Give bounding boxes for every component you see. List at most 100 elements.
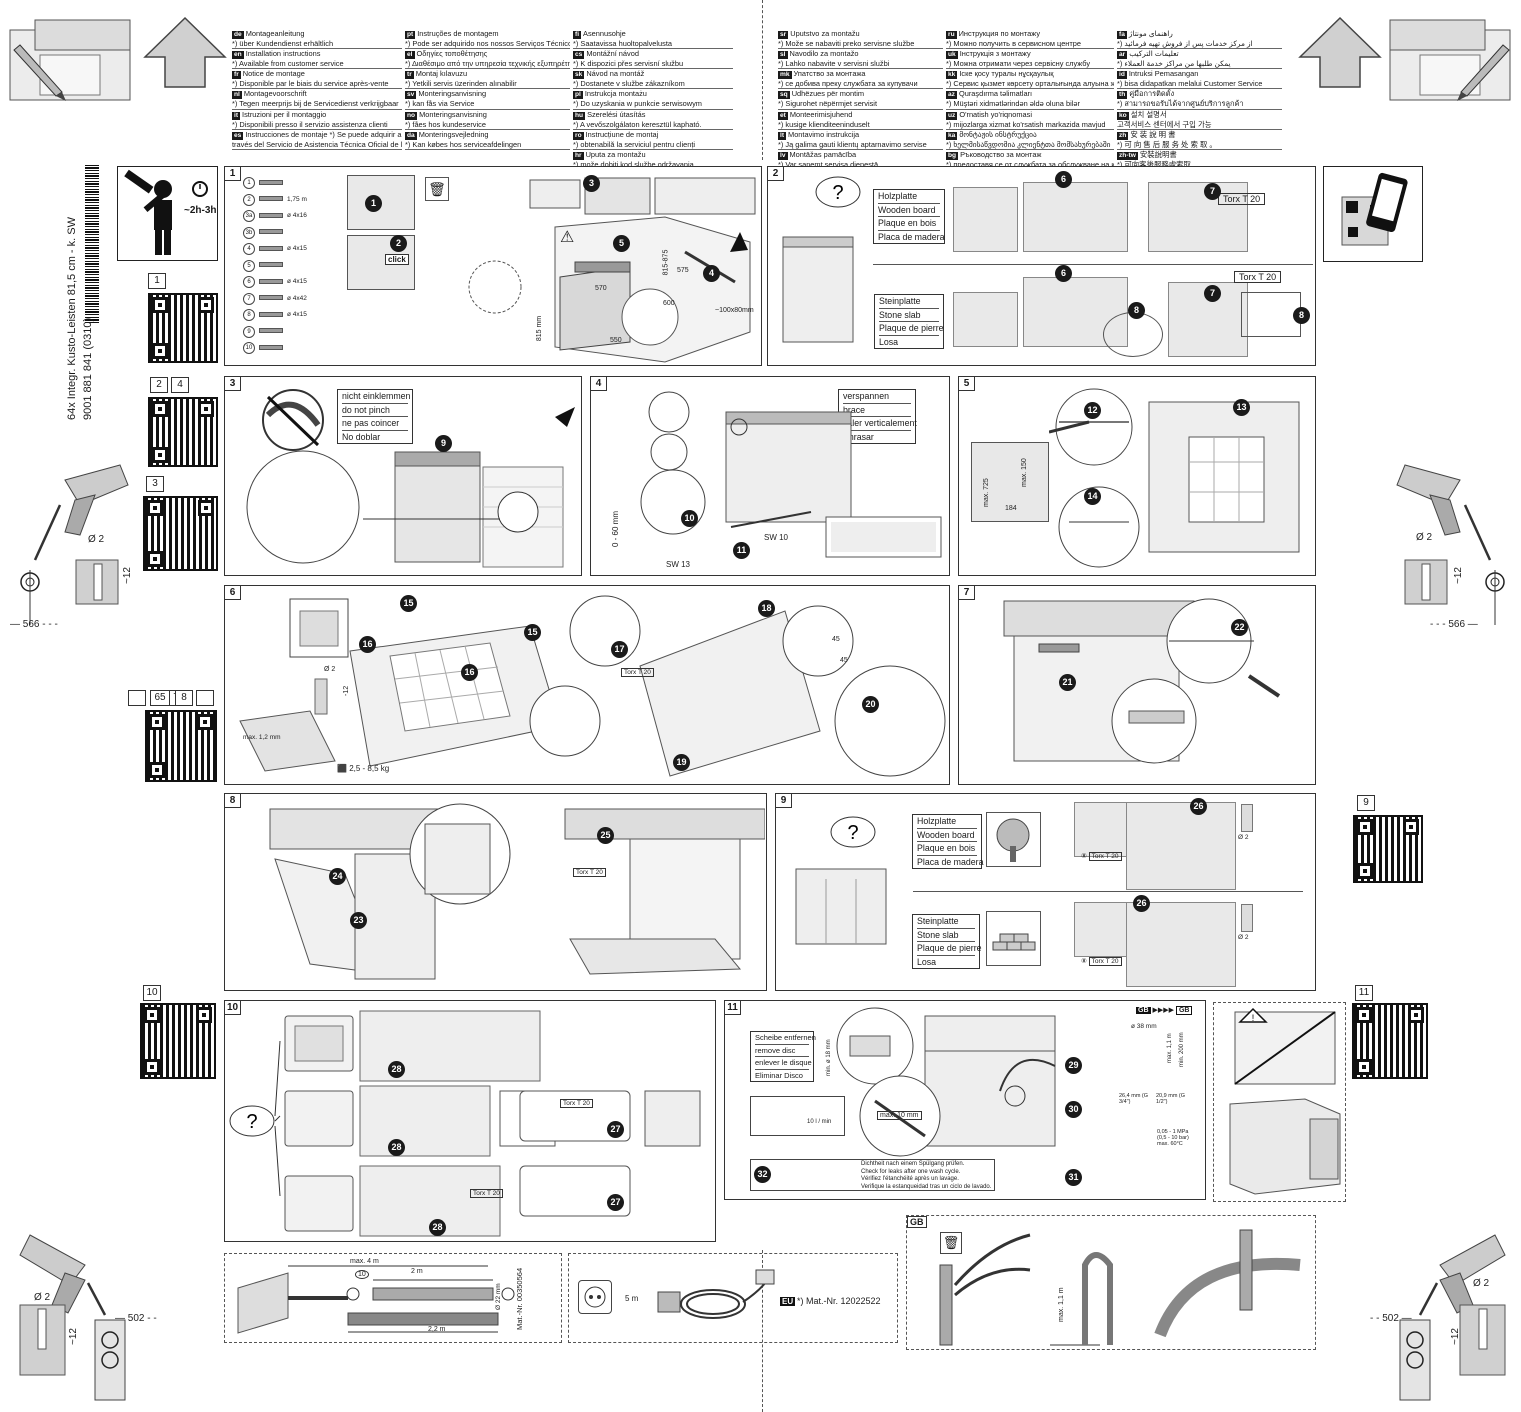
language-subtitle-uk: *) Можна отримати через сервісну службу	[946, 59, 1114, 70]
language-code-badge: lt	[778, 131, 787, 140]
language-code-badge: en	[232, 51, 244, 60]
step-18: 18	[758, 600, 775, 617]
sw13-label: SW 13	[666, 560, 691, 569]
dim-570: 570	[595, 285, 607, 292]
torx-label: Torx T 20	[573, 868, 606, 877]
step-25: 25	[597, 827, 614, 844]
no-access-warning-drawing: !	[1229, 1007, 1341, 1195]
qr-code-11[interactable]	[1352, 1003, 1428, 1079]
part-number: 9	[243, 325, 255, 338]
pressure-label: 0,05 - 1 MPa (0,5 - 10 bar) max. 60°C	[1157, 1129, 1189, 1147]
click-label: click	[385, 254, 409, 265]
wood-detail	[1074, 802, 1134, 857]
language-code-badge: de	[232, 31, 244, 39]
language-code-badge: fr	[232, 71, 241, 80]
d2-hole-1	[1241, 804, 1253, 832]
step-6b: 6	[1055, 265, 1072, 282]
step-12: 12	[1084, 402, 1101, 419]
step-26a: 26	[1190, 798, 1207, 815]
detail-circle	[1103, 312, 1163, 357]
language-code-badge: sk	[573, 71, 585, 80]
language-title-text: Οδηγίες τοποθέτησης	[416, 49, 488, 59]
tree-icon	[986, 812, 1041, 867]
warning-icon: ⚠	[560, 229, 575, 246]
qr-code-10[interactable]	[140, 1003, 216, 1079]
language-title-text: Monteringsanvisning	[418, 89, 487, 99]
qr-tag-empty-left	[128, 690, 146, 706]
qr-code-1[interactable]	[148, 293, 218, 363]
mat-nr-1: Mat.-Nr. 00350564	[515, 1267, 524, 1330]
fold-line-bottom	[762, 1250, 763, 1412]
part-shape	[259, 179, 283, 185]
step-16a: 16	[359, 636, 376, 653]
language-title-text: 安 装 說 明 書	[1130, 129, 1176, 139]
language-title-text: Instrucțiune de montaj	[585, 129, 659, 139]
panel-5: 5 max. 725 max. 150 184 12 13 14	[958, 376, 1316, 576]
svg-text:?: ?	[832, 182, 843, 204]
language-title-text: راهنمای مونتاژ	[1128, 29, 1173, 38]
part-label: 1,75 m	[287, 195, 307, 203]
kitchen-front-view	[795, 868, 887, 945]
step-24: 24	[329, 868, 346, 885]
wood-dishwasher	[1126, 802, 1236, 890]
qr-code-2-4[interactable]	[148, 397, 218, 467]
step-15b: 15	[524, 624, 541, 641]
language-subtitle-hu: *) A vevőszolgálaton keresztül kapható.	[573, 120, 733, 130]
drill-left-top-d2: Ø 2	[88, 534, 105, 545]
stone-detail	[1074, 902, 1134, 957]
svg-text:?: ?	[847, 822, 858, 844]
step-15a: 15	[400, 595, 417, 612]
angle-label: 45	[832, 636, 840, 643]
fold-line	[762, 0, 763, 160]
step-21: 21	[1059, 674, 1076, 691]
leak-check-text: Dichtheit nach einem Spülgang prüfen.Che…	[861, 1161, 992, 1190]
dishwasher-placement-drawing	[246, 407, 575, 568]
language-subtitle-ko: 고객서비스 센터에서 구입 가능	[1117, 120, 1282, 130]
trash-icon: 🗑	[425, 177, 449, 201]
svg-text:?: ?	[246, 1111, 257, 1133]
language-code-badge: et	[778, 111, 788, 120]
language-title-text: Navodilo za montažo	[789, 49, 859, 59]
panel-number: 9	[776, 794, 792, 808]
language-subtitle-mk: *) се добива преку службата за купувачи	[778, 79, 943, 90]
panel-8: 8 23 24 25 Torx T 20	[224, 793, 767, 991]
bracket-stone-1	[953, 292, 1018, 347]
language-subtitle-da: *) Kan købes hos serviceafdelingen	[405, 140, 570, 150]
part-label: ø 4x15	[287, 311, 307, 318]
language-code-badge: es	[232, 131, 244, 140]
language-title-text: Istruzioni per il montaggio	[242, 109, 327, 119]
qr-code-5-6-7-8[interactable]	[145, 710, 217, 782]
part-shape	[259, 245, 283, 251]
part-shape	[259, 344, 283, 350]
marking-drawing	[1049, 388, 1300, 568]
qr-code-3[interactable]	[143, 496, 218, 571]
language-title-text: Uputstvo za montažu	[790, 29, 860, 38]
panel-number: 4	[591, 377, 607, 391]
smartphone-scan-icon	[1341, 172, 1408, 246]
d2-label: Ø 2	[324, 666, 336, 673]
language-title-text: Montageanleitung	[245, 29, 305, 38]
qr-code-9[interactable]	[1353, 815, 1423, 883]
question-cloud-icon: ?	[830, 816, 876, 848]
part-label: ø 4x15	[287, 245, 307, 252]
language-title-text: Montāžas pamācība	[789, 149, 857, 159]
dim-550: 550	[610, 337, 622, 344]
mat-nr-2: *) Mat.-Nr. 12022522	[797, 1296, 881, 1306]
sw10-label: SW 10	[764, 533, 789, 542]
